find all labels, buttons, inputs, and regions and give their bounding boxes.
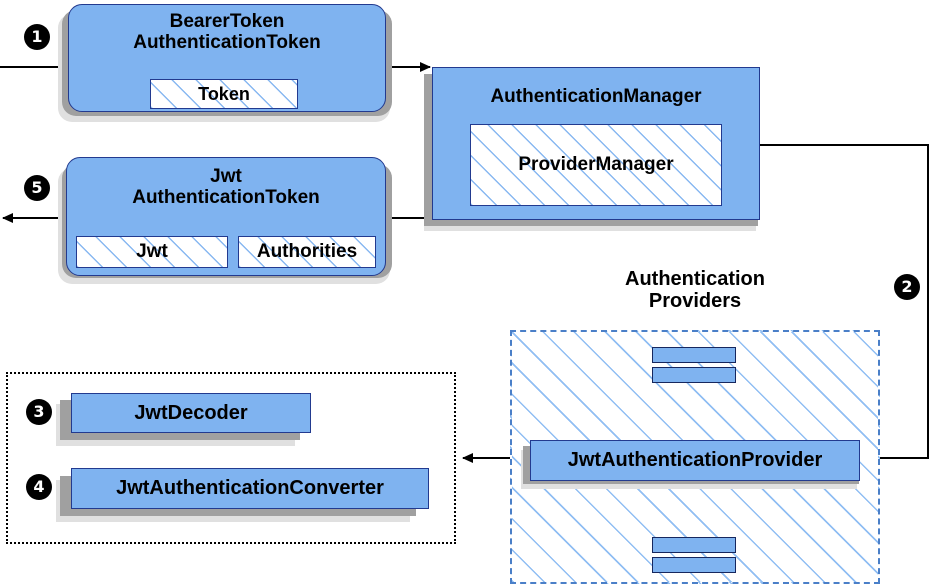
marker-step-5-label: 5 <box>31 178 43 197</box>
marker-step-2-label: 2 <box>901 277 913 296</box>
node-jwt-decoder[interactable]: JwtDecoder <box>71 393 311 433</box>
inner-box-authorities[interactable]: Authorities <box>238 236 376 268</box>
marker-step-1-label: 1 <box>31 27 43 46</box>
inner-box-token-label: Token <box>198 83 250 104</box>
arrow-manager-to-provider <box>760 144 929 463</box>
node-jwt-authentication-converter[interactable]: JwtAuthenticationConverter <box>71 468 429 509</box>
inner-box-token[interactable]: Token <box>150 79 298 109</box>
node-title: BearerToken AuthenticationToken <box>133 11 321 54</box>
connector-bar-bottom-upper <box>652 537 736 553</box>
node-title: AuthenticationManager <box>490 86 702 107</box>
connector-bar-top-upper <box>652 347 736 363</box>
connector-bar-bottom-lower <box>652 557 736 573</box>
marker-step-5: 5 <box>24 175 50 201</box>
marker-step-4-label: 4 <box>33 477 45 496</box>
inner-box-jwt[interactable]: Jwt <box>76 236 228 268</box>
inner-box-authorities-label: Authorities <box>256 241 358 262</box>
marker-step-1: 1 <box>24 24 50 50</box>
connector-bar-top-lower <box>652 367 736 383</box>
marker-step-3-label: 3 <box>33 402 45 421</box>
group-jwt-support <box>6 372 456 544</box>
inner-box-provider-manager-label: ProviderManager <box>518 154 674 175</box>
node-title: Jwt AuthenticationToken <box>132 166 320 209</box>
inner-box-jwt-label: Jwt <box>136 241 168 262</box>
node-jwt-authentication-provider[interactable]: JwtAuthenticationProvider <box>530 440 860 481</box>
node-title: JwtAuthenticationConverter <box>116 477 384 500</box>
inner-box-provider-manager[interactable]: ProviderManager <box>470 124 722 206</box>
node-title: JwtAuthenticationProvider <box>567 449 823 472</box>
marker-step-4: 4 <box>26 474 52 500</box>
node-title: JwtDecoder <box>134 401 248 424</box>
marker-step-2: 2 <box>894 274 920 300</box>
marker-step-3: 3 <box>26 399 52 425</box>
group-label-authentication-providers: Authentication Providers <box>625 268 765 313</box>
